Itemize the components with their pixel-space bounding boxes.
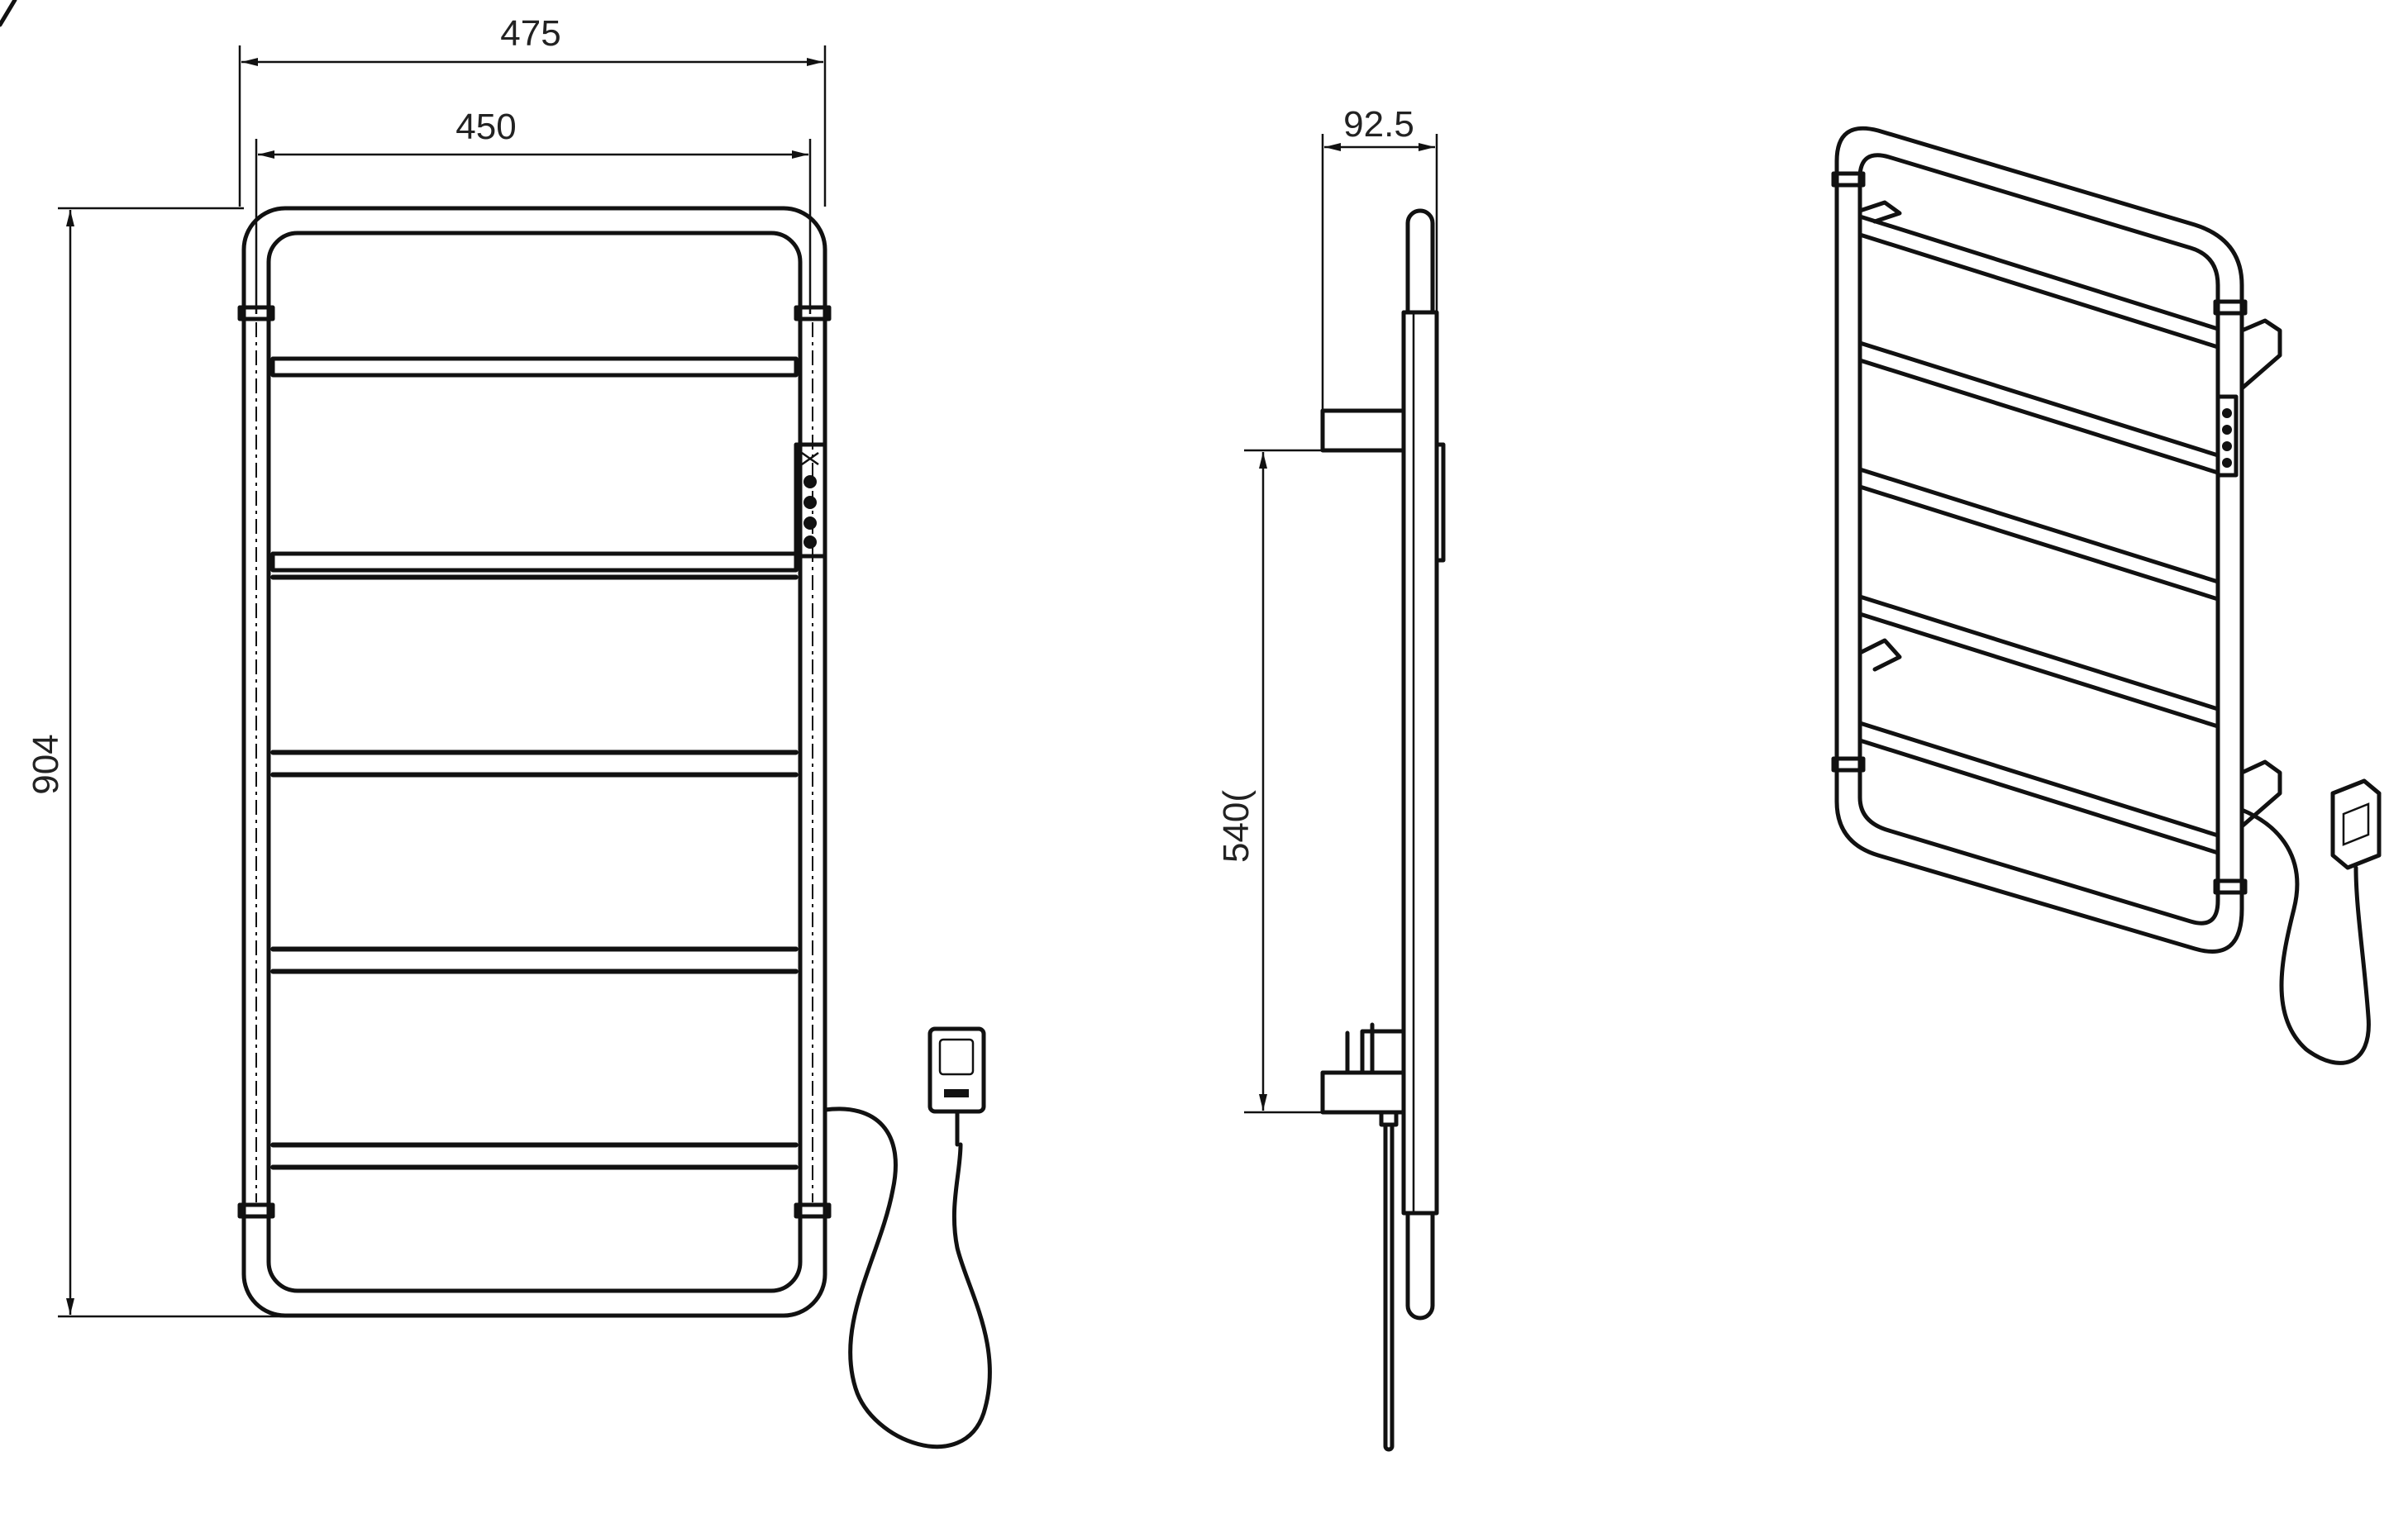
side-tube-bottom (1405, 1211, 1435, 1321)
control-buttons (801, 451, 819, 549)
front-outer-frame (241, 206, 827, 1318)
iso-joint-bottom-right (2213, 878, 2248, 895)
dim-bracket-spacing: 540( (1216, 790, 1256, 863)
bar-2 (270, 551, 799, 573)
bottom-bracket (1320, 1070, 1406, 1115)
side-tube-top (1405, 208, 1435, 315)
side-view (1320, 208, 1446, 1452)
control-panel (794, 442, 827, 559)
side-plug (1345, 1022, 1406, 1127)
bar-1 (270, 356, 799, 378)
power-cable (823, 1107, 992, 1449)
front-view (237, 206, 992, 1449)
bar-7 (270, 969, 799, 974)
dim-depth: 92.5 (1343, 104, 1414, 145)
iso-joint-bottom-left (1831, 756, 1866, 773)
side-control-bump (1434, 442, 1446, 563)
dim-bar-width: 450 (455, 107, 516, 147)
plug-body (927, 1026, 986, 1114)
plug-label (944, 1089, 969, 1097)
iso-inner-frame (1857, 153, 2220, 926)
iso-plug (2330, 778, 2382, 870)
front-dimensions: 475 450 904 (26, 13, 827, 1318)
corner-mark (0, 0, 17, 27)
joint-bottom-left (237, 1202, 275, 1219)
iso-joint-top-left (1831, 171, 1866, 188)
front-inner-frame (266, 231, 803, 1293)
dim-overall-width: 475 (500, 13, 560, 54)
iso-brackets (1857, 200, 2282, 829)
iso-cable (2239, 807, 2371, 1065)
iso-outer-frame (1834, 126, 2244, 954)
side-tube-main (1401, 310, 1439, 1216)
iso-bars (1857, 214, 2220, 855)
side-dimensions: 92.5 540( (1216, 104, 1438, 1114)
bar-4 (270, 750, 799, 755)
bar-9 (270, 1164, 799, 1170)
iso-control-panel (2215, 394, 2239, 478)
isometric-view (1831, 126, 2382, 1065)
joint-bottom-right (794, 1202, 832, 1219)
side-cable (1383, 1122, 1395, 1452)
plug-socket (938, 1038, 975, 1076)
bar-3 (270, 574, 799, 580)
bar-5 (270, 772, 799, 778)
top-bracket (1320, 408, 1406, 453)
dim-overall-height: 904 (26, 734, 66, 794)
joint-top-right (794, 305, 832, 321)
iso-control-buttons (2222, 408, 2232, 468)
iso-joint-top-right (2213, 299, 2248, 316)
